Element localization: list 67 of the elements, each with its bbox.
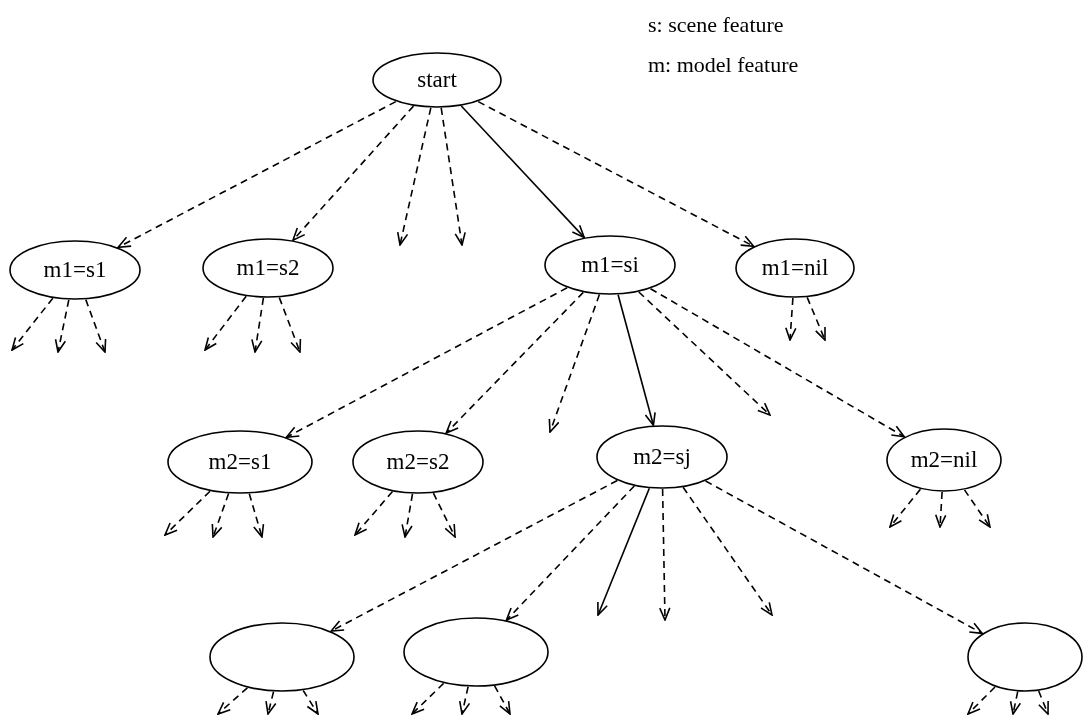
state-ellipse: [9, 240, 141, 300]
dashed-arrow: [445, 291, 585, 434]
dashed-arrow: [649, 287, 905, 438]
dashed-arrow: [638, 291, 771, 416]
state-ellipse: [352, 430, 484, 494]
state-ellipse: [886, 428, 1002, 492]
dashed-arrow: [967, 686, 996, 715]
dashed-arrow: [396, 107, 432, 246]
dashed-arrow: [401, 493, 414, 538]
state-ellipse: [372, 52, 502, 108]
node-label: m2=nil: [910, 447, 978, 473]
dashed-arrow: [963, 489, 991, 528]
dashed-arrow: [302, 689, 319, 715]
dashed-arrow: [806, 296, 826, 341]
dashed-arrow: [117, 100, 397, 249]
node-label: m1=s2: [236, 255, 300, 281]
empty-ellipse: [209, 622, 355, 692]
dashed-arrow: [85, 298, 107, 353]
state-ellipse: [596, 425, 728, 489]
dashed-arrow: [411, 682, 445, 715]
dashed-arrow: [704, 480, 983, 635]
dashed-arrow: [934, 491, 947, 528]
state-ellipse: [735, 238, 855, 298]
dashed-arrow: [493, 685, 511, 715]
dashed-arrow: [889, 488, 922, 528]
arrow: [597, 487, 651, 616]
dashed-arrow: [458, 686, 471, 715]
dashed-arrow: [251, 297, 265, 353]
node-label: m1=s1: [43, 257, 107, 283]
dashed-arrow: [204, 295, 247, 351]
dashed-arrow: [164, 490, 211, 536]
arrow: [617, 294, 656, 427]
state-ellipse: [202, 238, 334, 298]
dashed-arrow: [682, 486, 773, 616]
dashed-arrow: [477, 100, 755, 248]
dashed-arrow: [785, 297, 797, 341]
dashed-arrow: [440, 107, 466, 246]
node-label: start: [417, 67, 457, 93]
dashed-arrow: [292, 105, 415, 241]
node-label: m2=s2: [386, 449, 450, 475]
node-label: m2=sj: [633, 444, 691, 470]
dashed-arrow: [659, 488, 671, 621]
arrow: [460, 105, 585, 239]
state-ellipse: [167, 430, 313, 494]
dashed-arrow: [432, 492, 456, 538]
node-label: m1=nil: [761, 255, 829, 281]
empty-ellipse: [967, 622, 1083, 692]
dashed-arrow: [548, 293, 601, 433]
dashed-arrow: [265, 691, 277, 715]
dashed-arrow: [285, 287, 568, 439]
dashed-arrow: [330, 479, 619, 632]
node-label: m1=si: [581, 252, 639, 278]
key-note: s: scene feature: [648, 12, 784, 38]
dashed-arrow: [11, 297, 54, 351]
dashed-arrow: [1037, 690, 1049, 715]
empty-ellipse: [403, 617, 549, 687]
key-note: m: model feature: [648, 52, 799, 78]
dashed-arrow: [54, 299, 70, 353]
dashed-arrow: [211, 492, 230, 538]
dashed-arrow: [217, 687, 249, 715]
state-ellipse: [544, 235, 676, 295]
dashed-arrow: [278, 296, 302, 353]
dashed-arrow: [354, 490, 394, 536]
node-label: m2=s1: [208, 449, 272, 475]
dashed-arrow: [248, 492, 265, 538]
dashed-arrow: [1009, 690, 1022, 715]
dashed-arrow: [505, 485, 636, 621]
